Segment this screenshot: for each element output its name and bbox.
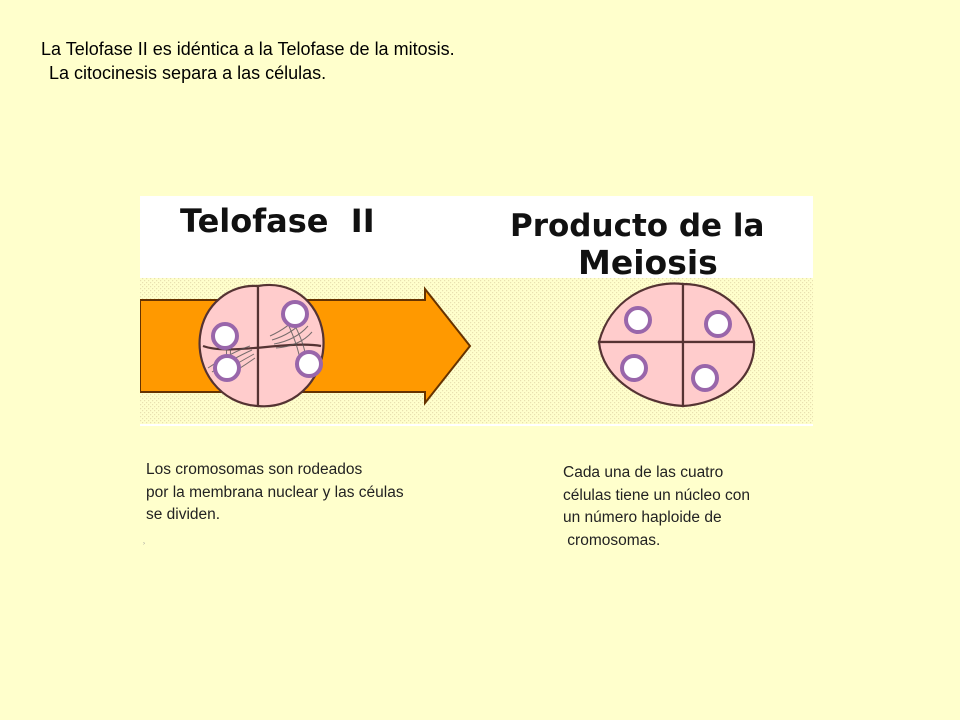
caption-line: Cada una de las cuatro	[563, 464, 724, 481]
producto-title-line-1: Producto de la	[510, 208, 764, 244]
meiosis-figure: Telofase II Producto de la Meiosis	[140, 196, 813, 426]
caption-producto: Cada una de las cuatro células tiene un n…	[563, 462, 750, 552]
caption-line: por la membrana nuclear y las céulas	[146, 483, 404, 501]
intro-line-1: La Telofase II es idéntica a la Telofase…	[41, 39, 455, 59]
caption-line: se dividen.	[146, 506, 221, 523]
telofase-nuclei	[211, 300, 323, 382]
stray-mark: ›	[143, 541, 145, 547]
intro-line-2: La citocinesis separa a las células.	[49, 63, 327, 83]
telofase-title: Telofase II	[180, 202, 375, 240]
caption-telofase: Los cromosomas son rodeados por la membra…	[146, 459, 404, 527]
producto-title-line-2: Meiosis	[578, 243, 718, 282]
caption-line: un número haploide de	[563, 509, 722, 526]
caption-line: células tiene un núcleo con	[563, 486, 750, 504]
product-nuclei	[620, 306, 732, 392]
caption-line: cromosomas.	[563, 531, 661, 549]
intro-text: La Telofase II es idéntica a la Telofase…	[41, 37, 455, 85]
caption-line: Los cromosomas son rodeados	[146, 461, 363, 478]
